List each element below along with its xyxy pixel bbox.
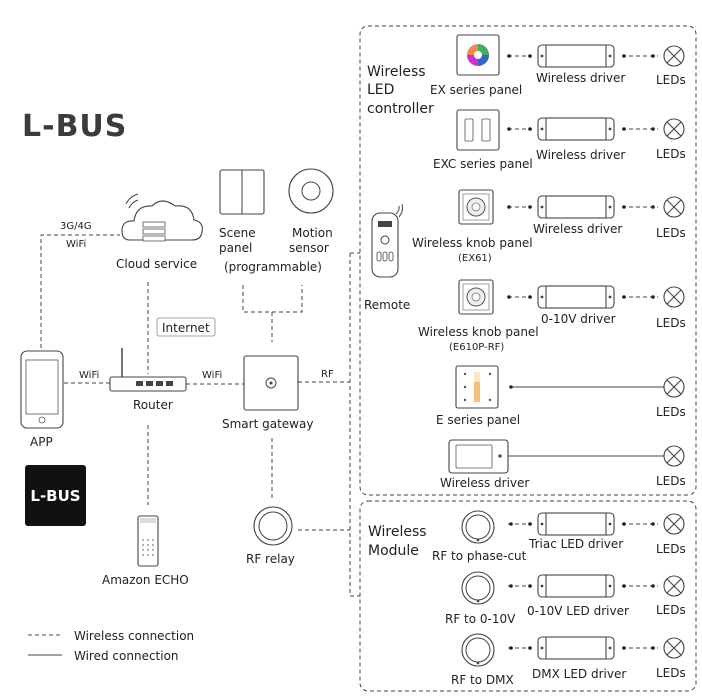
wlc-row-0-driver: Wireless driver — [536, 71, 625, 85]
cloud-icon — [121, 193, 203, 242]
wireless-driver-device-icon — [448, 439, 509, 474]
wm-row-1-leds: LEDs — [656, 603, 686, 617]
wlc-row-2-leds: LEDs — [656, 226, 686, 240]
wlc-row-2-driver: Wireless driver — [533, 222, 622, 236]
wlc-driver-3 — [537, 285, 615, 309]
wlc-row-0-panel: EX series panel — [430, 83, 522, 97]
wm-row-0-module: RF to phase-cut — [432, 549, 527, 563]
link-app-cloud — [40, 234, 120, 355]
wm-row-0-leds: LEDs — [656, 542, 686, 556]
wlc-driver-0 — [537, 44, 615, 68]
wm-driver-0 — [537, 512, 615, 536]
wlc-led-3 — [663, 286, 685, 308]
wlc-row-5-panel: Wireless driver — [440, 476, 529, 490]
smartphone-icon — [20, 350, 64, 429]
remote-icon — [371, 203, 404, 278]
wlc-row-3-leds: LEDs — [656, 316, 686, 330]
exc-series-panel-icon — [456, 109, 500, 151]
app-label: APP — [30, 435, 53, 449]
remote-label: Remote — [364, 298, 410, 312]
wlc-row-1-panel: EXC series panel — [433, 157, 533, 171]
wifi-router-gateway-label: WiFi — [202, 370, 222, 381]
wlc-row-3-panel-sub: (E610P-RF) — [449, 342, 504, 353]
legend-wired-label: Wired connection — [74, 649, 179, 663]
wm-row-0-driver: Triac LED driver — [528, 537, 623, 551]
wlc-row-3-panel: Wireless knob panel — [418, 325, 539, 339]
motion-sensor-label-1: Motion — [292, 226, 333, 240]
internet-badge: Internet — [156, 317, 216, 337]
scene-panel-label-2: panel — [219, 241, 252, 255]
ex-series-panel-icon — [456, 34, 500, 76]
knob-panel-ex61-icon — [458, 189, 494, 225]
knob-panel-e610p-rf-icon — [458, 279, 494, 315]
scene-panel-label-1: Scene — [219, 226, 256, 240]
wireless-module-group — [359, 500, 697, 692]
wlc-row-4-panel: E series panel — [436, 413, 520, 427]
rf-dmx-module-icon — [461, 633, 495, 667]
smart-gateway-icon — [243, 355, 299, 411]
amazon-echo-label: Amazon ECHO — [102, 573, 189, 587]
wm-driver-1 — [537, 574, 615, 598]
amazon-echo-icon — [137, 515, 159, 567]
wm-led-1 — [663, 575, 685, 597]
rf-phase-cut-module-icon — [461, 510, 495, 544]
wlc-driver-2 — [537, 195, 615, 219]
wlc-row-1-driver: Wireless driver — [536, 148, 625, 162]
rf-relay-icon — [253, 506, 293, 546]
motion-sensor-icon — [288, 168, 334, 214]
wlc-row-5-leds: LEDs — [656, 474, 686, 488]
network-3g4g-label: 3G/4G — [60, 221, 92, 232]
wlc-led-4 — [663, 376, 685, 398]
wm-row-1-module: RF to 0-10V — [445, 612, 516, 626]
scene-panel-icon — [219, 169, 265, 215]
wlc-title-2: LED — [367, 82, 394, 98]
wlc-led-5 — [663, 445, 685, 467]
wm-driver-2 — [537, 636, 615, 660]
wm-row-1-driver: 0-10V LED driver — [527, 604, 629, 618]
network-wifi-top-label: WiFi — [66, 239, 86, 250]
wm-row-2-module: RF to DMX — [451, 673, 514, 687]
wifi-app-router-label: WiFi — [79, 370, 99, 381]
wlc-row-2-panel: Wireless knob panel — [412, 236, 533, 250]
e-series-panel-icon — [455, 365, 499, 409]
wireless-led-controller-group — [359, 25, 697, 496]
wlc-led-1 — [663, 118, 685, 140]
motion-sensor-label-2: sensor — [289, 241, 329, 255]
svg-text:L-BUS: L-BUS — [30, 487, 80, 505]
smart-gateway-label: Smart gateway — [222, 417, 313, 431]
wlc-driver-1 — [537, 117, 615, 141]
brand-logo-box: L-BUS — [25, 465, 86, 526]
wlc-row-2-panel-sub: (EX61) — [458, 253, 492, 264]
wm-row-2-leds: LEDs — [656, 666, 686, 680]
rf-0-10v-module-icon — [461, 571, 495, 605]
rf-label: RF — [321, 369, 334, 380]
wlc-led-2 — [663, 196, 685, 218]
wm-led-2 — [663, 637, 685, 659]
wlc-row-3-driver: 0-10V driver — [541, 312, 616, 326]
brand-logo-text: L-BUS — [22, 109, 127, 144]
wm-row-2-driver: DMX LED driver — [532, 667, 626, 681]
cloud-service-label: Cloud service — [116, 257, 197, 271]
wlc-row-1-leds: LEDs — [656, 147, 686, 161]
wlc-row-4-leds: LEDs — [656, 405, 686, 419]
wlc-title-1: Wireless — [367, 64, 426, 80]
router-label: Router — [133, 398, 173, 412]
wm-led-0 — [663, 513, 685, 535]
rf-relay-label: RF relay — [246, 552, 295, 566]
wm-title-1: Wireless — [368, 524, 427, 540]
link-panels-gateway — [242, 285, 303, 342]
scene-panel-label-3: (programmable) — [224, 260, 322, 274]
legend-wireless-label: Wireless connection — [74, 629, 194, 643]
wm-title-2: Module — [368, 543, 419, 559]
wlc-title-3: controller — [367, 101, 434, 117]
wlc-led-0 — [663, 45, 685, 67]
svg-text:Internet: Internet — [162, 321, 210, 335]
wlc-row-0-leds: LEDs — [656, 73, 686, 87]
